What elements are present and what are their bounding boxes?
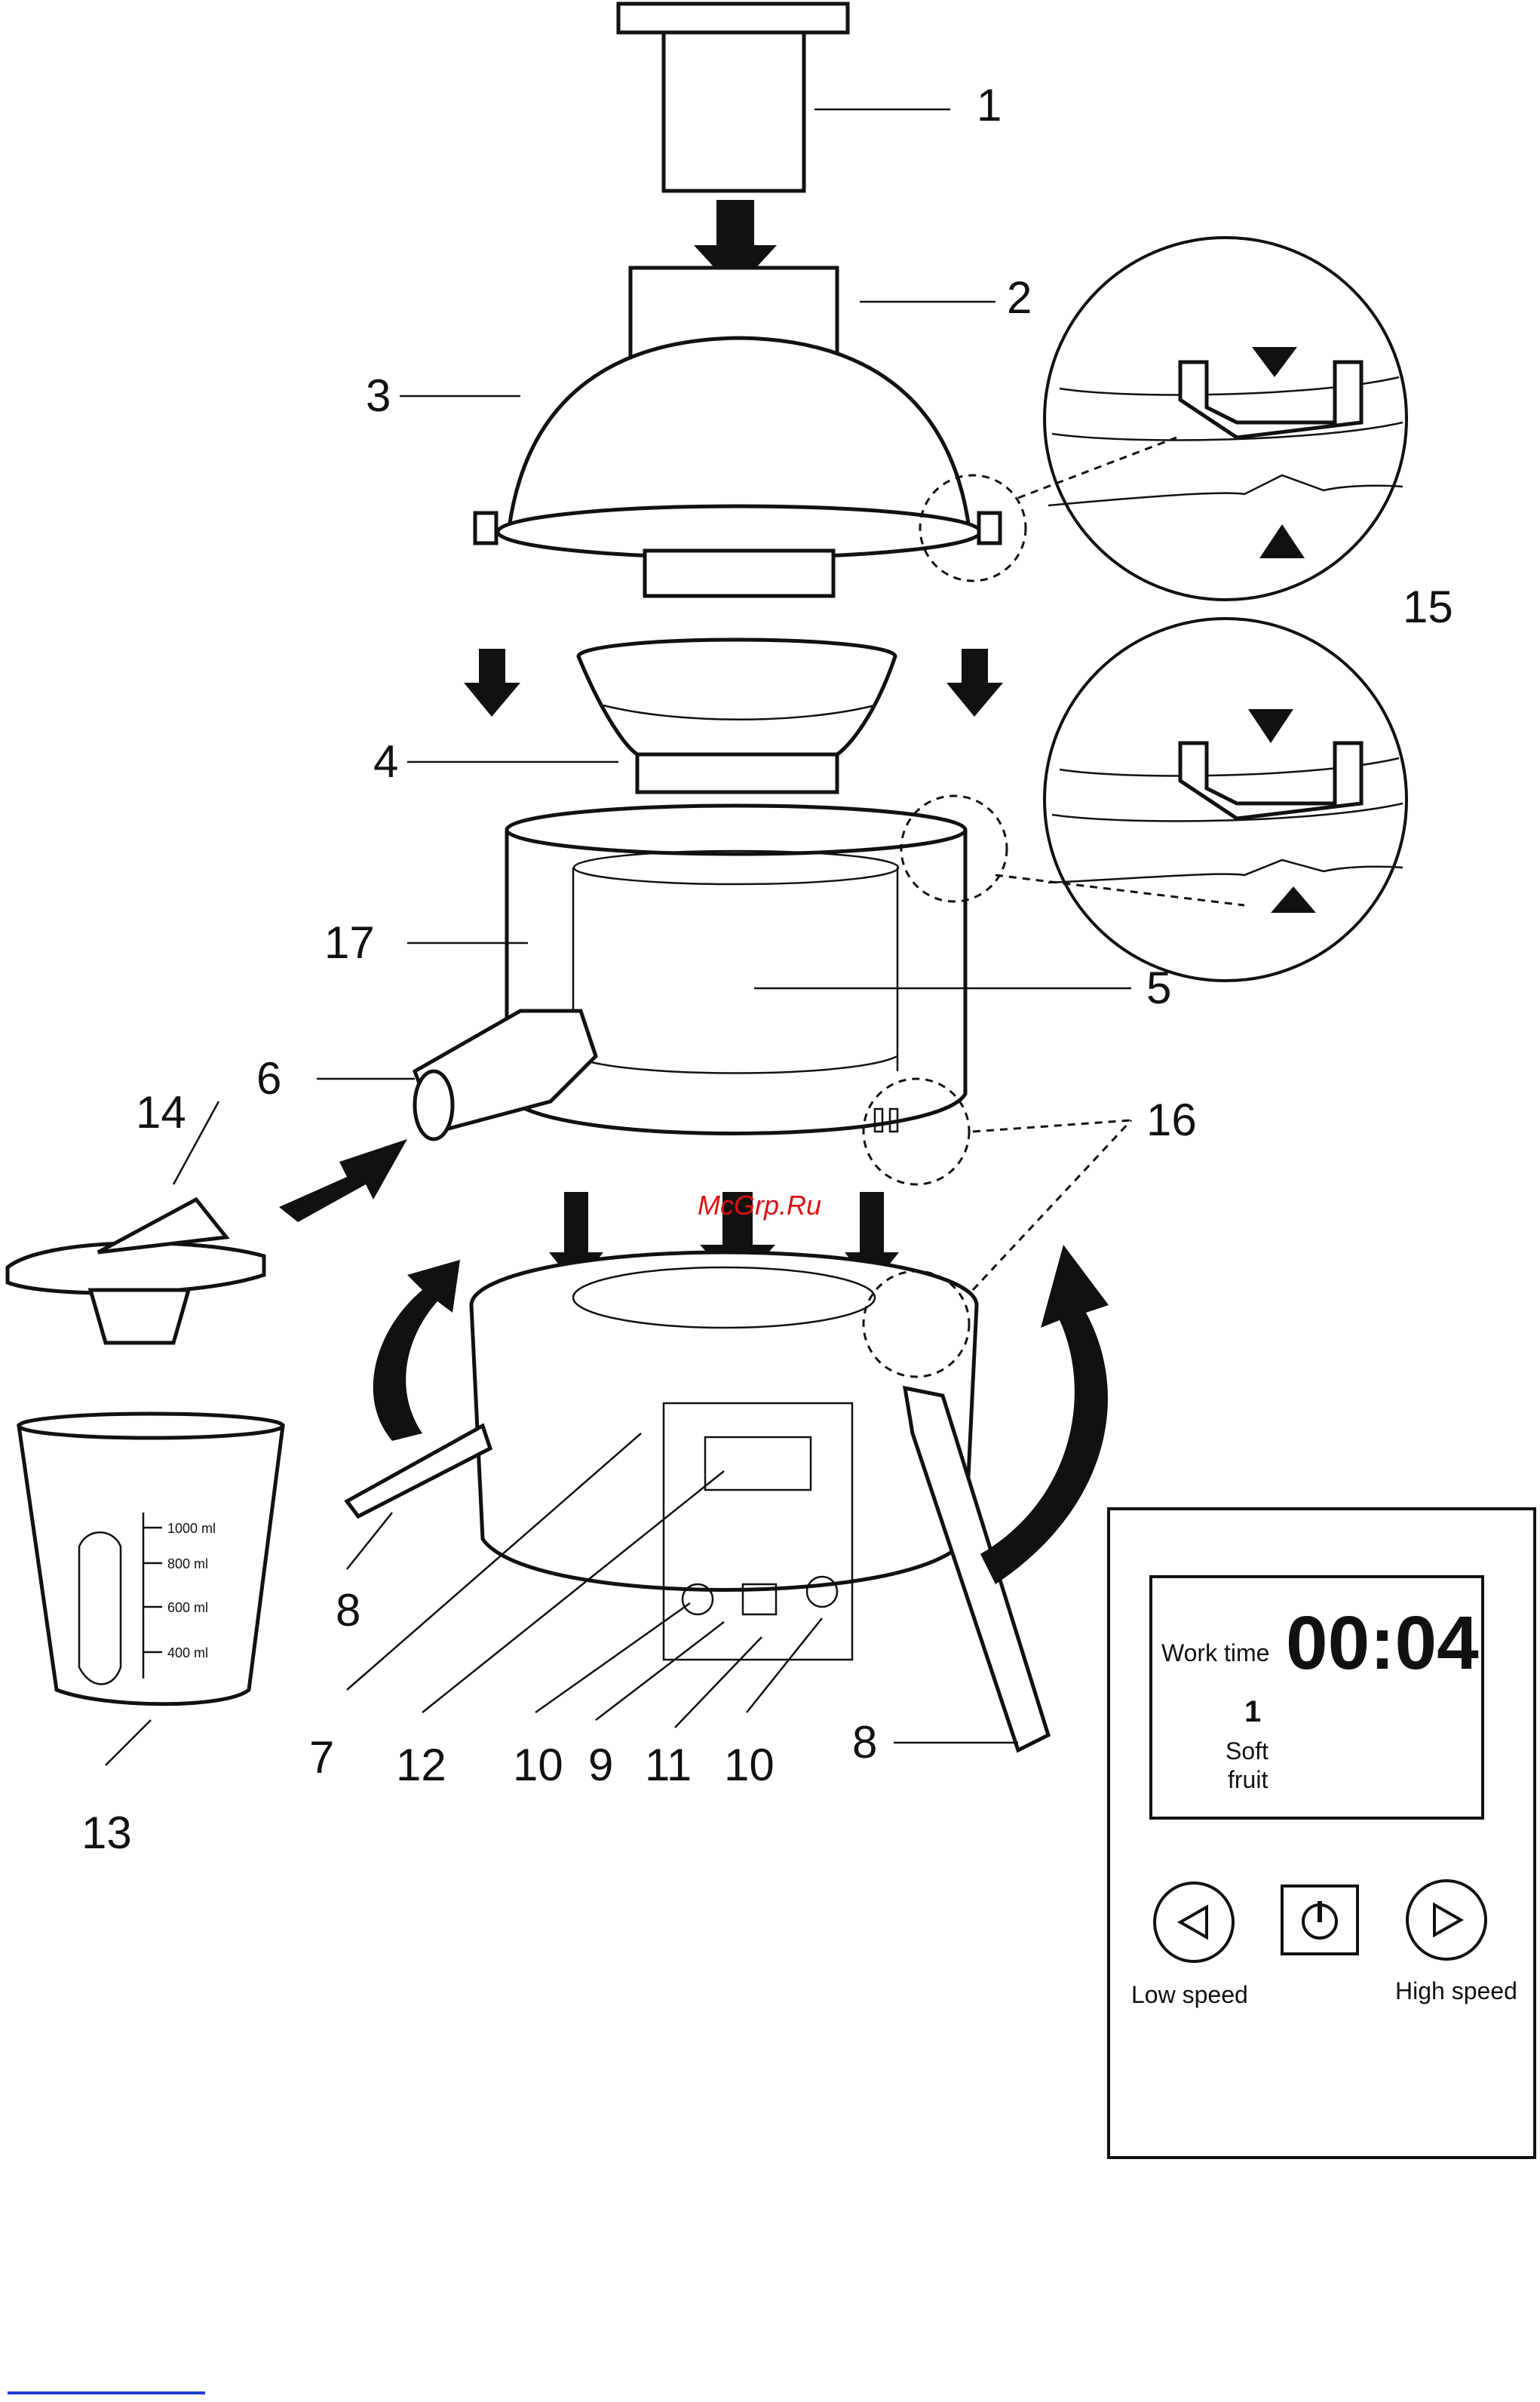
locking-handle: [347, 1426, 490, 1516]
callout-3: 3: [366, 370, 391, 421]
lock-detail-bottom: [1045, 619, 1407, 981]
callout-17: 17: [324, 917, 375, 968]
detail-link: [973, 1120, 1131, 1132]
callout-10-left: 10: [513, 1740, 563, 1790]
low-speed-label: Low speed: [1131, 1981, 1248, 2008]
pusher: [618, 4, 848, 191]
power-icon: [1303, 1901, 1336, 1938]
callout-4: 4: [373, 736, 398, 787]
curved-arrow: [373, 1260, 460, 1441]
down-arrow-right: [946, 649, 1003, 717]
juice-jug: [19, 1414, 283, 1704]
callout-11: 11: [645, 1740, 692, 1790]
triangle-right-icon: [1434, 1905, 1461, 1935]
callout-16: 16: [1146, 1095, 1197, 1145]
insert-arrow: [279, 1139, 407, 1222]
callout-1: 1: [977, 80, 1002, 131]
high-speed-button[interactable]: [1407, 1881, 1486, 1959]
callout-12: 12: [396, 1740, 446, 1790]
high-speed-label: High speed: [1395, 1977, 1517, 2004]
callout-7: 7: [309, 1732, 334, 1783]
callout-8-left: 8: [336, 1585, 360, 1636]
callout-13: 13: [81, 1808, 132, 1858]
jug-lid: [8, 1199, 264, 1343]
triangle-left-icon: [1180, 1907, 1207, 1937]
detail-link: [973, 1120, 1131, 1290]
watermark: McGrp.Ru: [698, 1190, 821, 1221]
work-time-label: Work time: [1161, 1639, 1269, 1666]
lid: [475, 268, 1000, 596]
jug-mark-600: 600 ml: [167, 1600, 208, 1615]
callout-9: 9: [588, 1740, 613, 1790]
power-button[interactable]: [1282, 1886, 1357, 1954]
motor-base: [471, 1252, 977, 1660]
lock-detail-top: [1045, 238, 1407, 600]
callout-14: 14: [136, 1087, 186, 1138]
curved-arrow: [980, 1245, 1109, 1584]
pulp-container: [415, 806, 965, 1139]
callout-10-right: 10: [724, 1740, 775, 1790]
locking-handle: [905, 1388, 1048, 1750]
program-name-line2: fruit: [1228, 1766, 1268, 1793]
filter-basket: [578, 640, 895, 792]
jug-mark-400: 400 ml: [167, 1645, 208, 1660]
low-speed-button[interactable]: [1155, 1883, 1233, 1961]
time-display: 00:04: [1286, 1601, 1479, 1685]
down-arrow-left: [464, 649, 520, 717]
jug-mark-1000: 1000 ml: [167, 1521, 216, 1536]
program-name-line1: Soft: [1226, 1737, 1269, 1765]
detail-link: [1018, 438, 1176, 498]
callout-5: 5: [1146, 963, 1171, 1013]
program-number: 1: [1244, 1695, 1261, 1728]
callout-2: 2: [1007, 272, 1032, 323]
jug-mark-800: 800 ml: [167, 1556, 208, 1571]
callout-6: 6: [256, 1053, 281, 1104]
callout-8-right: 8: [852, 1717, 877, 1768]
callout-15: 15: [1403, 582, 1453, 632]
